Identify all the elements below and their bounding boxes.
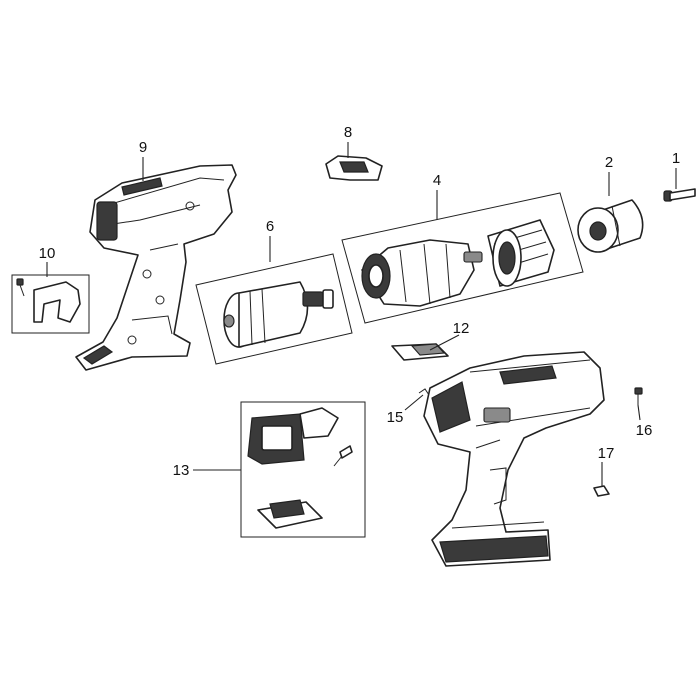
- clutch-ring-icon: [487, 219, 555, 287]
- callout-8: 8: [344, 124, 352, 141]
- part-9-housing-half: [75, 164, 237, 371]
- callout-17: 17: [598, 445, 615, 462]
- callout-4: 4: [433, 172, 441, 189]
- part-4-gearbox-group: [341, 192, 584, 324]
- motor-icon: [223, 281, 334, 348]
- callout-9: 9: [139, 139, 147, 156]
- callout-labels: 1 2 4 6 8 9 10 12 13 15 16 17: [39, 124, 681, 479]
- leader-lines: [46, 142, 677, 486]
- part-6-motor-group: [195, 253, 353, 365]
- part-2-chuck: [577, 199, 644, 253]
- part-17-clip: [593, 485, 610, 497]
- belt-clip-screw-icon: [16, 278, 25, 297]
- assembled-drill: [423, 351, 605, 567]
- callout-16: 16: [636, 422, 653, 439]
- callout-13: 13: [173, 462, 190, 479]
- callout-15: 15: [387, 409, 404, 426]
- part-10-belt-clip-group: [11, 274, 90, 334]
- callout-10: 10: [39, 245, 56, 262]
- gearbox-icon: [361, 239, 483, 307]
- part-1-screw: [663, 188, 696, 202]
- leader-15: [404, 394, 424, 411]
- callout-12: 12: [453, 320, 470, 337]
- leader-12: [429, 334, 460, 351]
- callout-2: 2: [605, 154, 613, 171]
- leader-16: [637, 404, 641, 421]
- contact-pin-icon: [333, 445, 353, 467]
- trigger-switch-icon: [247, 407, 339, 465]
- callout-6: 6: [266, 218, 274, 235]
- part-8-slider: [325, 155, 383, 181]
- callout-1: 1: [672, 150, 680, 167]
- part-12-label-plate: [391, 343, 449, 361]
- part-13-switch-group: [240, 401, 366, 538]
- terminal-block-icon: [257, 499, 323, 529]
- part-16-screw: [634, 387, 643, 405]
